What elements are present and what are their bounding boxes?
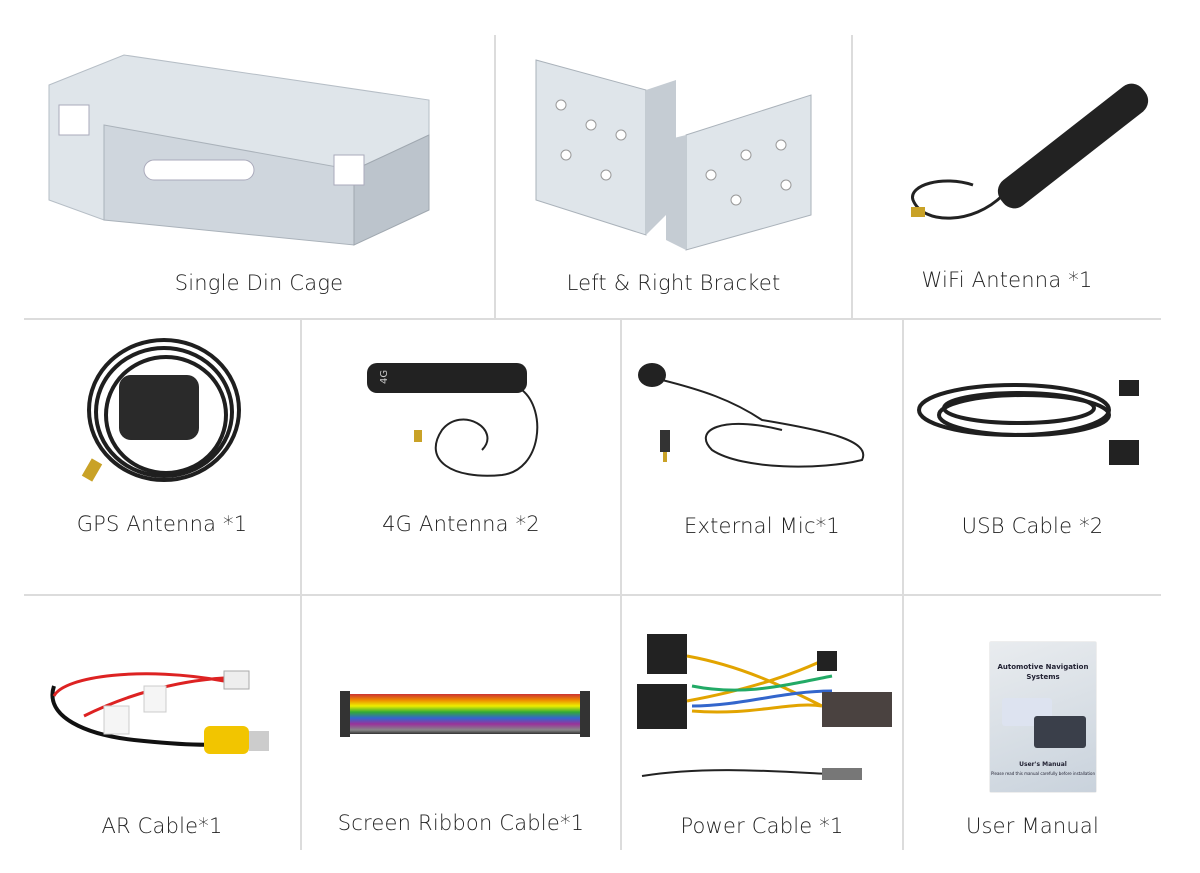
divider <box>620 320 622 850</box>
item-label: AR Cable*1 <box>101 814 223 838</box>
divider <box>902 320 904 850</box>
manual-subtitle: User's Manual <box>1019 761 1067 768</box>
ar-cable-image <box>50 670 269 754</box>
divider <box>851 35 853 319</box>
item-ribbon-cable: Screen Ribbon Cable*1 <box>302 596 620 850</box>
manual-note: Please read this manual carefully before… <box>990 771 1096 776</box>
ribbon-cable-image <box>340 691 590 737</box>
item-usb-cable: USB Cable *2 <box>904 320 1161 594</box>
item-label: USB Cable *2 <box>961 514 1104 538</box>
antenna-mark: 4G <box>379 370 390 384</box>
usb-cable-image <box>917 380 1139 465</box>
item-single-din-cage: Single Din Cage <box>24 35 494 318</box>
item-4g-antenna: 4G 4G Antenna *2 <box>302 320 620 594</box>
item-gps-antenna: GPS Antenna *1 <box>24 320 300 594</box>
divider <box>300 320 302 850</box>
item-label: GPS Antenna *1 <box>76 512 248 536</box>
bracket-image <box>535 59 812 251</box>
item-label: Screen Ribbon Cable*1 <box>337 811 585 835</box>
item-label: User Manual <box>965 814 1100 838</box>
user-manual-image: Automotive Navigation Systems User's Man… <box>990 642 1096 792</box>
item-user-manual: User Manual <box>904 596 1161 850</box>
item-ar-cable: AR Cable*1 <box>24 596 300 850</box>
power-cable-image <box>637 634 892 780</box>
item-wifi-antenna: WiFi Antenna *1 <box>853 35 1161 318</box>
item-label: Power Cable *1 <box>680 814 844 838</box>
gps-antenna-image <box>81 338 241 482</box>
item-label: Left & Right Bracket <box>566 271 781 295</box>
item-power-cable: Power Cable *1 <box>622 596 902 850</box>
manual-title: Automotive Navigation Systems <box>997 663 1089 681</box>
item-external-mic: External Mic*1 <box>622 320 902 594</box>
divider <box>24 318 1161 320</box>
item-label: 4G Antenna *2 <box>382 512 540 536</box>
item-label: WiFi Antenna *1 <box>921 268 1093 292</box>
item-brackets: Left & Right Bracket <box>496 35 851 318</box>
divider <box>24 594 1161 596</box>
wifi-antenna-image <box>911 83 1149 220</box>
mic-image <box>638 363 865 468</box>
4g-antenna-image: 4G <box>367 363 539 477</box>
item-label: External Mic*1 <box>684 514 840 538</box>
divider <box>494 35 496 319</box>
din-cage-image <box>48 54 430 246</box>
manual-screen <box>1034 716 1086 748</box>
item-label: Single Din Cage <box>174 271 344 295</box>
